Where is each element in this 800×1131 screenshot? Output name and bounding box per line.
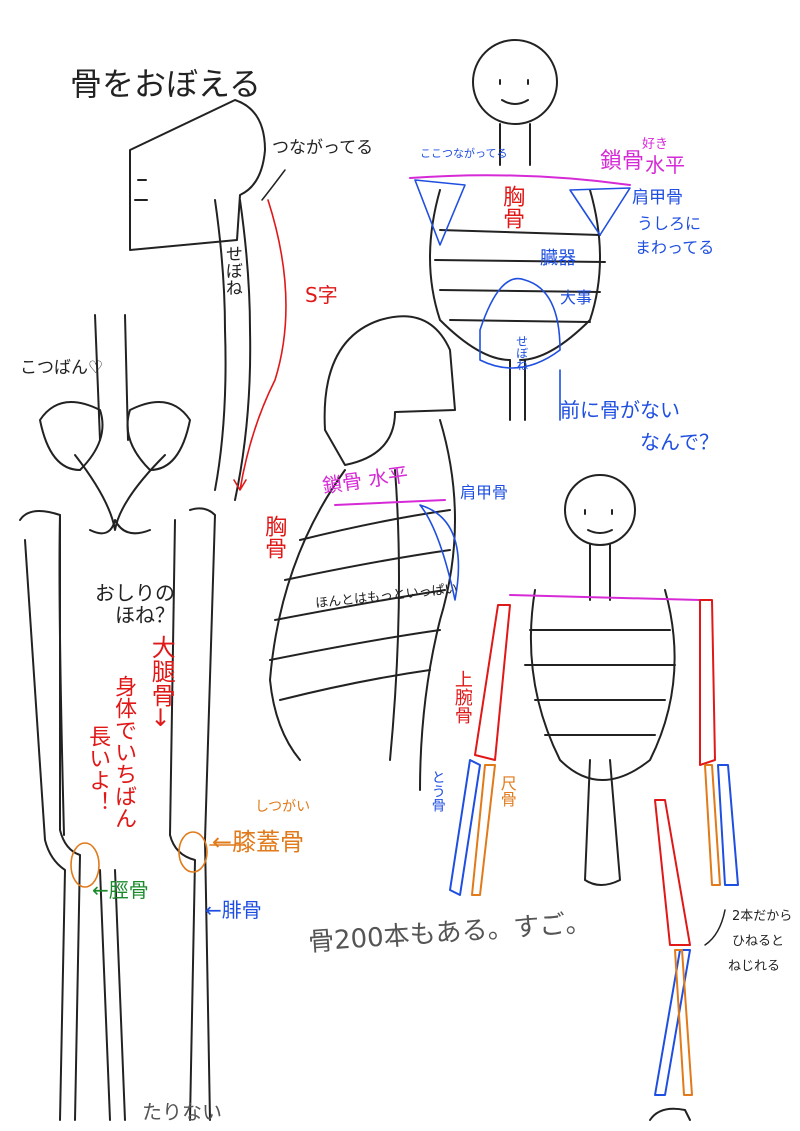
pelvis-drawing — [39, 314, 191, 535]
label-front-clavicle: 鎖骨 — [600, 149, 645, 174]
spine-drawing — [214, 199, 252, 501]
label-ulna: 尺骨 — [497, 775, 517, 807]
label-shitsugai: しつがい — [255, 799, 311, 815]
label-femur: 大腿骨→ — [147, 635, 176, 728]
label-behind1: うしろに — [637, 214, 702, 233]
front-torso-drawing — [429, 39, 606, 421]
label-connected: ここつながってる — [420, 147, 508, 160]
label-s-shape: S字 — [305, 283, 338, 307]
ulna-bones — [471, 764, 721, 1096]
arm-figure-drawing — [524, 474, 691, 1121]
neck-arrow — [261, 169, 286, 201]
label-fibula: ←腓骨 — [205, 898, 262, 922]
label-twist3: ねじれる — [728, 959, 781, 974]
label-twist2: ひねると — [732, 934, 785, 949]
label-humerus: 上腕骨 — [451, 670, 473, 724]
label-side-scapula: 肩甲骨 — [460, 483, 509, 502]
label-sebone: せぼね — [221, 245, 242, 296]
twist-arrow — [704, 909, 726, 946]
label-question1: 前に骨がない — [560, 398, 680, 422]
organs-outline — [479, 277, 561, 369]
humerus-bones — [474, 599, 716, 946]
page-title: 骨をおぼえる — [70, 65, 262, 103]
front-scapula-hatch — [414, 179, 631, 421]
label-longest: 身体でいちばん — [111, 675, 137, 829]
arm-clavicle-line — [509, 594, 701, 601]
label-front-sternum: 胸骨 — [499, 185, 525, 229]
label-oshiri: おしりの — [95, 581, 175, 605]
label-behind2: まわってる — [635, 238, 715, 257]
label-kotsuban: こつばん♡ — [20, 358, 104, 378]
label-tsunagatteru: つながってる — [272, 138, 374, 158]
label-radius: とう骨 — [429, 770, 446, 812]
side-scapula-hatch — [419, 504, 460, 601]
label-question2: なんで？ — [640, 430, 719, 454]
label-tibia: ←脛骨 — [92, 878, 149, 902]
label-important: 大事 — [560, 288, 593, 307]
label-hone: ほね？ — [115, 603, 175, 627]
label-suki: 好き — [642, 137, 669, 152]
label-organs: 臓器 — [540, 248, 576, 269]
label-twist1: 2本だから — [732, 909, 793, 924]
patella-circles — [70, 831, 246, 888]
label-suihei: 水平 — [645, 153, 685, 177]
label-tarinai: たりない — [142, 1100, 222, 1124]
label-patella: ←膝蓋骨 — [212, 828, 305, 856]
skull-side-view — [129, 99, 266, 251]
s-curve-arrow — [233, 199, 287, 491]
label-longest2: 長いよ！ — [85, 725, 111, 813]
side-torso-drawing — [269, 315, 456, 791]
label-front-scapula: 肩甲骨 — [632, 188, 683, 208]
side-clavicle-line — [334, 499, 446, 506]
front-clavicle-line — [409, 174, 631, 186]
radius-bones — [449, 759, 739, 1096]
label-front-spine: せぼね — [514, 335, 529, 371]
label-side-sternum: 胸骨 — [261, 515, 287, 559]
